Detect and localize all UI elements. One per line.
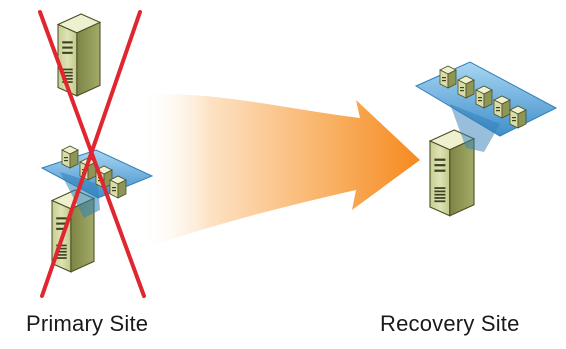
failover-arrow-icon (140, 94, 420, 250)
red-x-icon (38, 10, 146, 298)
recovery-site-label: Recovery Site (380, 311, 520, 336)
virtualization-host-icon (414, 61, 558, 217)
primary-site-label: Primary Site (26, 311, 149, 336)
